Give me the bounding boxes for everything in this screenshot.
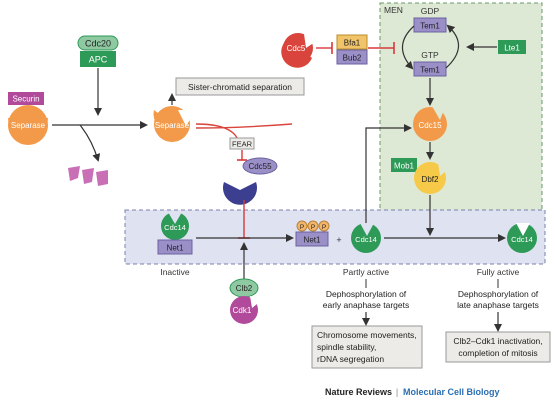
separase-left-body bbox=[8, 105, 48, 145]
cdc14-left-label: Cdc14 bbox=[164, 223, 186, 232]
chrom-box bbox=[311, 325, 423, 369]
net1-left-label: Net1 bbox=[167, 244, 184, 253]
phosphate-group: P P P bbox=[296, 220, 330, 232]
cdc14-right-body bbox=[507, 223, 537, 253]
mob1-box bbox=[391, 158, 417, 172]
gdp-to-gtp-arrow bbox=[401, 25, 415, 70]
securin-box bbox=[8, 92, 44, 105]
net1-mid-label: Net1 bbox=[304, 236, 321, 245]
cdc14-left-notch bbox=[168, 212, 182, 224]
dephos-late-line2: late anaphase targets bbox=[457, 300, 539, 310]
cdc15-notch bbox=[432, 104, 446, 120]
clb2-inact-line2: completion of mitosis bbox=[458, 348, 537, 358]
cdc5-notch bbox=[304, 34, 318, 48]
sister-sep-label: Sister-chromatid separation bbox=[188, 82, 292, 92]
cdk1-label: Cdk1 bbox=[233, 306, 252, 315]
dbf2-notch bbox=[438, 162, 450, 176]
gtp-label: GTP bbox=[421, 50, 439, 60]
bub2-label: Bub2 bbox=[343, 54, 362, 63]
tem1-top-box bbox=[413, 17, 447, 33]
cdc20-box bbox=[77, 35, 119, 51]
dbf2-body bbox=[414, 162, 446, 194]
cdc14-mid-body bbox=[351, 223, 381, 253]
cdc15-label: Cdc15 bbox=[418, 121, 442, 130]
partly-active-label: Partly active bbox=[343, 267, 390, 277]
cdc14-right-notch bbox=[516, 223, 530, 236]
dephos-late-line1: Dephosphorylation of bbox=[458, 289, 539, 299]
tem1-bottom-box bbox=[413, 61, 447, 77]
cdc14-mid-notch bbox=[360, 223, 374, 236]
chrom-line3: rDNA segregation bbox=[317, 354, 384, 364]
dbf2-label: Dbf2 bbox=[422, 175, 439, 184]
bfa1-box bbox=[336, 34, 368, 50]
separase-mid-notch bbox=[178, 110, 196, 126]
phosphate-3: P bbox=[322, 224, 326, 231]
degraded-securin-icon bbox=[68, 166, 108, 186]
men-label: MEN bbox=[384, 5, 403, 15]
footer-separator: | bbox=[396, 387, 398, 397]
separase-mid-label: Separase bbox=[155, 121, 190, 130]
bub2-box bbox=[336, 49, 368, 65]
fear-label: FEAR bbox=[232, 140, 253, 149]
cdc14-left-body bbox=[161, 212, 189, 240]
clb2-inact-line1: Clb2–Cdk1 inactivation, bbox=[453, 336, 542, 346]
plus-sign: + bbox=[336, 235, 341, 245]
bfa1-label: Bfa1 bbox=[344, 39, 361, 48]
clb2-inact-box bbox=[445, 331, 551, 363]
chrom-line2: spindle stability, bbox=[317, 342, 376, 352]
cdc55-shape bbox=[242, 157, 278, 175]
cdk1-body bbox=[230, 296, 258, 324]
securin-degradation-arrow bbox=[79, 124, 101, 162]
cdc20-label: Cdc20 bbox=[85, 39, 111, 49]
inactive-label: Inactive bbox=[160, 267, 190, 277]
dephos-early-line1: Dephosphorylation of bbox=[326, 289, 407, 299]
gdp-label: GDP bbox=[421, 6, 440, 16]
pp2a-shape bbox=[223, 182, 257, 205]
tem1-bottom-label: Tem1 bbox=[420, 66, 440, 75]
securin-label: Securin bbox=[12, 95, 39, 104]
dephos-early-line2: early anaphase targets bbox=[323, 300, 409, 310]
gtp-to-gdp-arrow bbox=[445, 24, 460, 69]
fear-box bbox=[229, 137, 255, 150]
sister-sep-box bbox=[175, 77, 305, 96]
phosphate-1: P bbox=[300, 224, 304, 231]
fear-arrow-2 bbox=[195, 123, 293, 129]
chrom-line1: Chromosome movements, bbox=[317, 330, 417, 340]
separase-left-label: Separase bbox=[11, 121, 46, 130]
cdc14-right-label: Cdc14 bbox=[511, 235, 533, 244]
tem1-top-label: Tem1 bbox=[420, 22, 440, 31]
pp2a-label: PP2A bbox=[230, 176, 251, 185]
lte1-label: Lte1 bbox=[504, 44, 520, 53]
footer-journal: Nature Reviews bbox=[325, 387, 392, 397]
mob1-label: Mob1 bbox=[394, 162, 415, 171]
cdc14-mid-label: Cdc14 bbox=[355, 235, 377, 244]
cdc55-label: Cdc55 bbox=[248, 162, 272, 171]
clb2-label: Clb2 bbox=[236, 284, 253, 293]
cdc14-feedback-arrow bbox=[365, 124, 412, 238]
apc-label: APC bbox=[89, 55, 108, 65]
net1-left-box bbox=[157, 239, 193, 255]
nucleolus-region bbox=[124, 209, 546, 265]
phosphate-2: P bbox=[311, 224, 315, 231]
apc-box bbox=[80, 51, 116, 67]
cdc5-label: Cdc5 bbox=[287, 44, 306, 53]
footer-section: Molecular Cell Biology bbox=[403, 387, 500, 397]
fully-active-label: Fully active bbox=[477, 267, 520, 277]
lte1-box bbox=[498, 40, 526, 54]
net1-mid-box bbox=[295, 231, 329, 247]
cdk1-notch bbox=[250, 296, 262, 308]
